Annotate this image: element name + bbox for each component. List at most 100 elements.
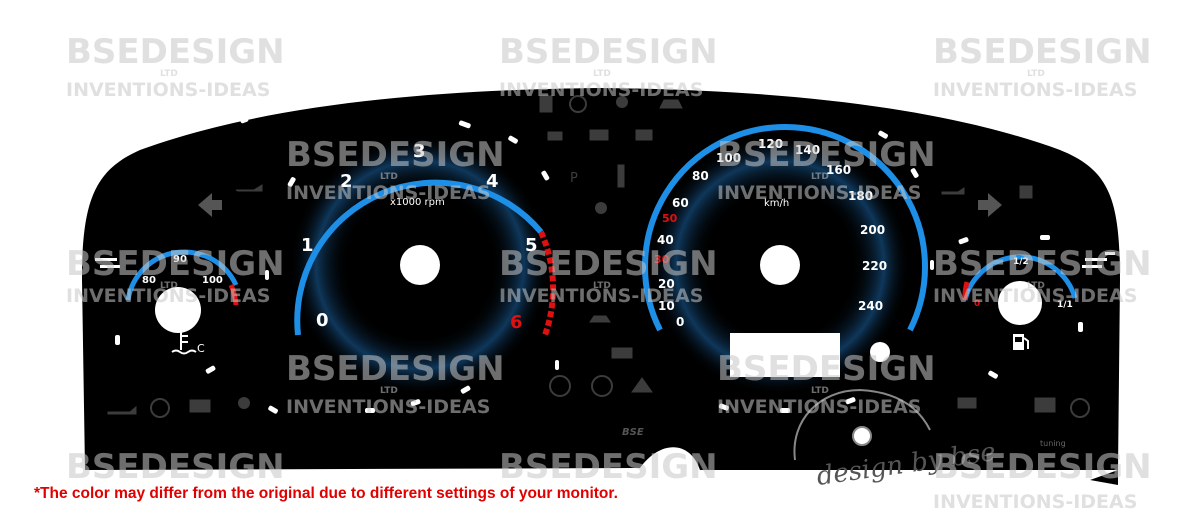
svg-text:BSEDESIGN: BSEDESIGN xyxy=(286,135,505,175)
right-arrow-icon xyxy=(978,193,1002,217)
speedometer: km/h 0 10 20 30 40 50 60 80 100 120 140 … xyxy=(642,123,928,395)
parking-brake-icon: P xyxy=(570,171,578,186)
speed-label-160: 160 xyxy=(826,163,851,177)
tach-label-1: 1 xyxy=(301,235,314,256)
abs-icon xyxy=(549,375,571,397)
svg-text:LTD: LTD xyxy=(593,69,611,79)
speed-label-30: 30 xyxy=(654,253,670,266)
fuel-gauge: 0 1/2 1/1 xyxy=(962,254,1078,350)
rear-fog-icon xyxy=(635,129,653,141)
svg-text:LTD: LTD xyxy=(380,386,398,396)
engine-check-icon xyxy=(1034,397,1056,413)
svg-text:LTD: LTD xyxy=(1027,69,1045,79)
svg-text:BSEDESIGN: BSEDESIGN xyxy=(933,32,1152,72)
svg-text:INVENTIONS-IDEAS: INVENTIONS-IDEAS xyxy=(717,182,921,204)
speed-label-240: 240 xyxy=(858,299,883,313)
svg-text:BSEDESIGN: BSEDESIGN xyxy=(499,447,718,487)
svg-text:BSEDESIGN: BSEDESIGN xyxy=(66,447,285,487)
temp-gauge-hub xyxy=(155,287,201,333)
temp-label-100: 100 xyxy=(202,275,223,286)
hood-open-icon xyxy=(659,99,683,109)
svg-text:LTD: LTD xyxy=(593,281,611,291)
speed-hub xyxy=(760,245,800,285)
svg-text:INVENTIONS-IDEAS: INVENTIONS-IDEAS xyxy=(717,396,921,418)
fuel-label-full: 1/1 xyxy=(1057,300,1073,310)
warning-indicators: P xyxy=(107,95,1090,418)
speed-label-50: 50 xyxy=(662,212,678,225)
tach-label-5: 5 xyxy=(525,235,538,256)
fuel-pump-icon xyxy=(1013,334,1029,350)
headlight-icon-right xyxy=(957,397,977,409)
lock-icon xyxy=(1019,185,1033,199)
oil-can-icon xyxy=(235,184,263,192)
oil-can-icon-right xyxy=(941,187,965,195)
speed-label-10: 10 xyxy=(658,299,675,313)
svg-text:INVENTIONS-IDEAS: INVENTIONS-IDEAS xyxy=(933,491,1137,513)
svg-text:INVENTIONS-IDEAS: INVENTIONS-IDEAS xyxy=(499,285,703,307)
svg-text:BSEDESIGN: BSEDESIGN xyxy=(66,32,285,72)
speed-label-120: 120 xyxy=(758,137,783,151)
svg-text:BSEDESIGN: BSEDESIGN xyxy=(717,349,936,389)
traction-icon xyxy=(631,377,653,393)
tach-unit: x1000 rpm xyxy=(390,197,445,208)
fuel-gauge-hub xyxy=(998,281,1042,325)
speed-label-60: 60 xyxy=(672,196,689,210)
airbag-icon xyxy=(238,397,250,409)
temp-label-90: 90 xyxy=(173,254,187,265)
speed-label-140: 140 xyxy=(795,143,820,157)
tach-hub xyxy=(400,245,440,285)
battery-icon xyxy=(611,347,633,359)
coolant-temp-icon xyxy=(171,330,197,355)
watermark-layer: BSEDESIGN LTD INVENTIONS-IDEAS BSEDESIGN… xyxy=(66,32,1152,513)
panel-notch xyxy=(1090,470,1118,485)
seatbelt-icon xyxy=(595,202,607,214)
tach-label-4: 4 xyxy=(486,171,499,192)
master-warning-icon xyxy=(617,164,625,188)
svg-text:INVENTIONS-IDEAS: INVENTIONS-IDEAS xyxy=(286,396,490,418)
interior-light-icon xyxy=(616,96,628,108)
battery-icon-left xyxy=(189,399,211,413)
color-disclaimer: *The color may differ from the original … xyxy=(34,485,618,502)
brake-icon-left xyxy=(150,398,170,418)
svg-text:tuning: tuning xyxy=(1040,439,1066,448)
cruise-icon xyxy=(589,315,611,323)
svg-text:INVENTIONS-IDEAS: INVENTIONS-IDEAS xyxy=(933,285,1137,307)
svg-text:BSEDESIGN: BSEDESIGN xyxy=(933,244,1152,284)
speed-label-40: 40 xyxy=(657,233,674,247)
tach-label-3: 3 xyxy=(413,141,426,162)
svg-text:BSEDESIGN: BSEDESIGN xyxy=(66,244,285,284)
svg-text:INVENTIONS-IDEAS: INVENTIONS-IDEAS xyxy=(66,285,270,307)
left-arrow-icon xyxy=(198,193,222,217)
tach-label-0: 0 xyxy=(316,310,329,331)
svg-text:LTD: LTD xyxy=(380,172,398,182)
svg-text:BSEDESIGN: BSEDESIGN xyxy=(933,447,1152,487)
steering-icon xyxy=(591,375,613,397)
tachometer: x1000 rpm 0 1 2 3 4 5 6 xyxy=(290,135,557,395)
speed-label-80: 80 xyxy=(692,169,709,183)
temp-label-80: 80 xyxy=(142,275,156,286)
svg-text:INVENTIONS-IDEAS: INVENTIONS-IDEAS xyxy=(66,79,270,101)
fog-light-icon xyxy=(547,131,563,141)
svg-text:BSEDESIGN: BSEDESIGN xyxy=(286,349,505,389)
svg-text:BSEDESIGN: BSEDESIGN xyxy=(717,135,936,175)
odometer-window xyxy=(730,333,840,377)
panel-marker-dashes xyxy=(95,117,1115,414)
low-beam-icon xyxy=(589,129,609,141)
tach-label-2: 2 xyxy=(340,171,353,192)
svg-text:INVENTIONS-IDEAS: INVENTIONS-IDEAS xyxy=(286,182,490,204)
svg-text:BSEDESIGN: BSEDESIGN xyxy=(499,244,718,284)
speed-label-0: 0 xyxy=(676,315,684,329)
door-open-icon xyxy=(539,95,553,113)
speed-label-20: 20 xyxy=(658,277,675,291)
svg-text:LTD: LTD xyxy=(811,386,829,396)
temp-unit-symbol: C xyxy=(197,342,205,355)
svg-text:P: P xyxy=(570,171,578,186)
svg-text:BSEDESIGN: BSEDESIGN xyxy=(499,32,718,72)
center-logo: BSE xyxy=(622,427,644,438)
brake-warning-icon xyxy=(569,95,587,113)
fuel-label-empty: 0 xyxy=(974,299,980,309)
tire-pressure-icon xyxy=(1070,398,1090,418)
svg-text:INVENTIONS-IDEAS: INVENTIONS-IDEAS xyxy=(933,79,1137,101)
tach-label-6: 6 xyxy=(510,312,523,333)
